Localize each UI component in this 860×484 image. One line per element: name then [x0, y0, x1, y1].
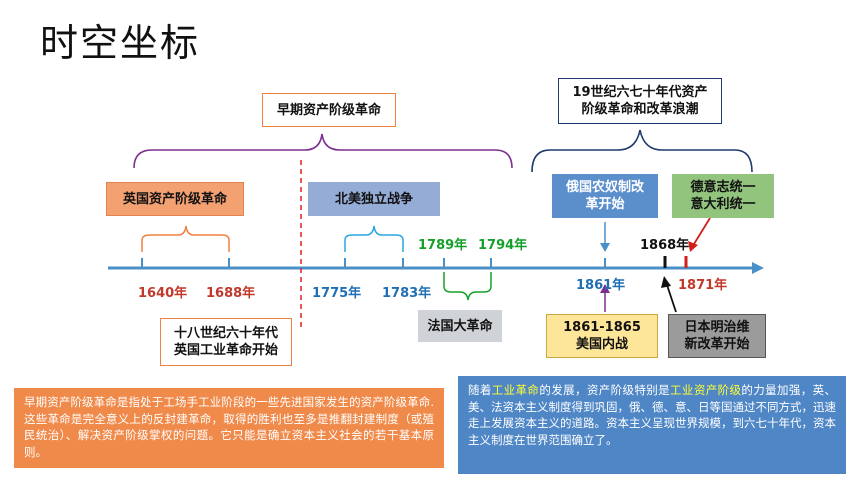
unification-box: 德意志统一意大利统一 — [672, 174, 774, 218]
english-revolution-box: 英国资产阶级革命 — [106, 182, 244, 216]
year-1688: 1688年 — [206, 286, 256, 301]
early-bracket — [133, 133, 513, 169]
year-1868: 1868年 — [640, 238, 690, 253]
wave-bracket — [531, 129, 753, 173]
unification-arrow — [693, 217, 711, 245]
year-1861: 1861年 — [576, 278, 626, 293]
russian-reform-box: 俄国农奴制改革开始 — [552, 174, 658, 218]
year-1783: 1783年 — [382, 286, 432, 301]
wave-revolutions-label: 19世纪六七十年代资产阶级革命和改革浪潮 — [558, 78, 722, 124]
industrial-wave-note: 随着工业革命的发展，资产阶级特别是工业资产阶级的力量加强，英、美、法资本主义制度… — [458, 376, 846, 474]
year-1640: 1640年 — [138, 286, 188, 301]
french-bracket — [443, 272, 492, 301]
english-bracket — [141, 225, 230, 252]
year-1789: 1789年 — [418, 238, 468, 253]
american-war-box: 北美独立战争 — [308, 182, 440, 216]
page-title: 时空坐标 — [40, 21, 201, 65]
early-revolutions-label: 早期资产阶级革命 — [262, 93, 396, 127]
early-revolution-note: 早期资产阶级革命是指处于工场手工业阶段的一些先进国家发生的资产阶级革命.这些革命… — [14, 388, 444, 468]
french-revolution-box: 法国大革命 — [418, 310, 502, 342]
year-1794: 1794年 — [478, 238, 528, 253]
timeline-arrow — [752, 262, 764, 274]
year-1775: 1775年 — [312, 286, 362, 301]
industrial-revolution-box: 十八世纪六十年代英国工业革命开始 — [160, 318, 292, 366]
us-civil-war-box: 1861-1865美国内战 — [546, 314, 658, 358]
meiji-arrow — [665, 281, 677, 313]
meiji-reform-box: 日本明治维新改革开始 — [668, 314, 766, 358]
year-1871: 1871年 — [678, 278, 728, 293]
american-bracket — [344, 225, 404, 252]
